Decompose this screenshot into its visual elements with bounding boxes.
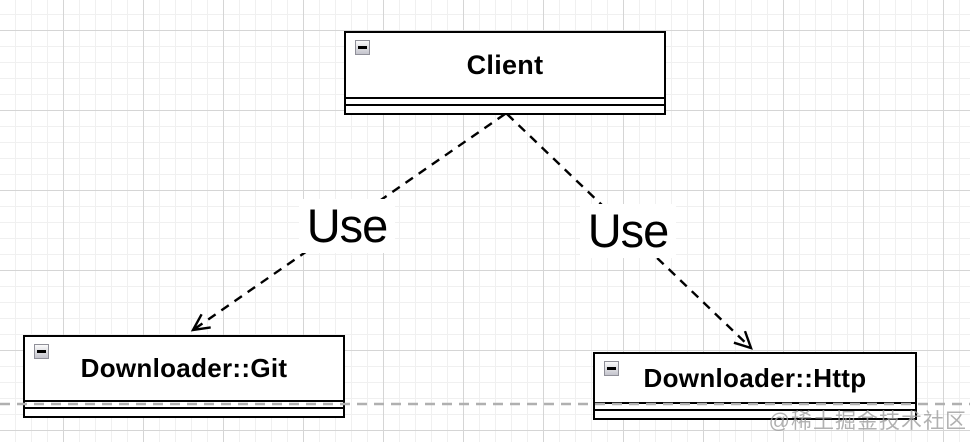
edge-label-use-git[interactable]: Use — [299, 199, 395, 253]
edge-client-to-http[interactable] — [506, 113, 751, 348]
attributes-compartment — [346, 97, 664, 104]
methods-compartment — [346, 104, 664, 113]
methods-compartment — [25, 407, 343, 416]
class-title-row: Client — [346, 33, 664, 97]
watermark-text: @稀土掘金技术社区 — [768, 410, 967, 433]
class-node-downloader-git[interactable]: Downloader::Git — [23, 335, 345, 418]
class-name: Downloader::Git — [80, 353, 288, 383]
collapse-minus-icon[interactable] — [355, 40, 370, 55]
methods-compartment — [595, 409, 915, 418]
class-name: Client — [466, 49, 544, 80]
attributes-compartment — [25, 400, 343, 407]
minus-glyph — [607, 367, 616, 370]
collapse-minus-icon[interactable] — [34, 344, 49, 359]
class-node-downloader-http[interactable]: Downloader::Http — [593, 352, 917, 420]
minus-glyph — [358, 46, 367, 49]
edge-label-use-http[interactable]: Use — [580, 204, 676, 258]
class-title-row: Downloader::Http — [595, 354, 915, 402]
class-name: Downloader::Http — [643, 362, 867, 393]
minus-glyph — [37, 350, 46, 353]
class-title-row: Downloader::Git — [25, 337, 343, 400]
class-node-client[interactable]: Client — [344, 31, 666, 115]
collapse-minus-icon[interactable] — [604, 361, 619, 376]
